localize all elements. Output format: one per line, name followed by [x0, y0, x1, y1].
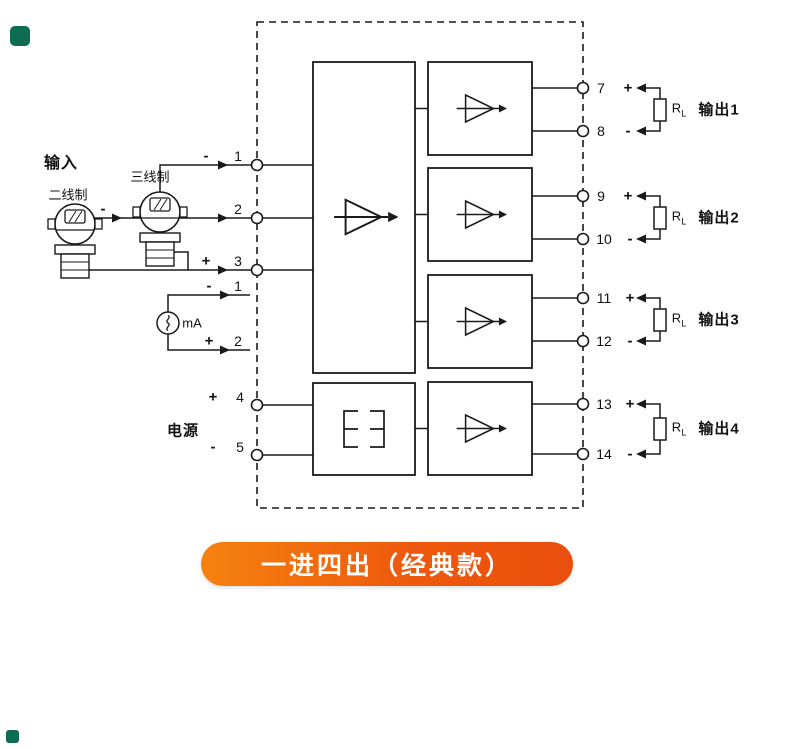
- terminal-7-sign: +: [623, 79, 633, 97]
- terminal-8-sign: -: [625, 122, 631, 140]
- input-title: 输入: [43, 155, 79, 172]
- terminal-10-sign: -: [627, 230, 633, 248]
- output-load-wiring: [644, 87, 661, 455]
- output-1-label: 输出1: [698, 101, 740, 119]
- terminal-circle-10: [576, 232, 590, 246]
- three-wire-label: 三线制: [130, 169, 170, 185]
- terminal-circle-14: [576, 447, 590, 461]
- output-2-label: 输出2: [698, 209, 740, 227]
- terminal-13-sign: +: [625, 395, 635, 413]
- load-resistor-label-3: RL: [672, 312, 686, 329]
- terminal-circle-8: [576, 124, 590, 138]
- terminal-1-number: 1: [234, 148, 242, 164]
- terminal-circle-7: [576, 81, 590, 95]
- terminal-circle-5: [250, 448, 264, 462]
- load-resistor-label-2: RL: [672, 210, 686, 227]
- resistor-icon-4: [653, 417, 667, 441]
- rl-sub: L: [681, 318, 687, 329]
- terminal-circle-11: [576, 291, 590, 305]
- terminal-circle-4: [250, 398, 264, 412]
- transmitter-2wire-icon: [47, 203, 103, 279]
- two-wire-minus-sign: -: [100, 200, 106, 218]
- terminal-2-number: 2: [234, 201, 242, 217]
- output-amp-block-3: [427, 274, 533, 369]
- terminal-3-sign: +: [201, 252, 211, 270]
- terminal-12-number: 12: [596, 333, 612, 349]
- resistor-icon-1: [653, 98, 667, 122]
- input-arrow-icons: [112, 160, 230, 355]
- dashed-enclosure: [256, 21, 584, 509]
- terminal-11-sign: +: [625, 289, 635, 307]
- terminal-8-number: 8: [597, 123, 605, 139]
- terminal-4-sign: +: [208, 388, 218, 406]
- logo-mark-top-icon: [10, 26, 30, 46]
- rl-sub: L: [681, 216, 687, 227]
- rl-sub: L: [681, 427, 687, 438]
- terminal-circles: [250, 81, 590, 462]
- banner-title: 一进四出（经典款）: [201, 542, 573, 586]
- terminal-13-number: 13: [596, 396, 612, 412]
- resistor-icon-2: [653, 206, 667, 230]
- terminal-4-number: 4: [236, 389, 244, 405]
- terminal-circle-3: [250, 263, 264, 277]
- ma-terminal-2-sign: +: [204, 332, 214, 350]
- terminal-5-sign: -: [210, 438, 216, 456]
- rl-base: R: [671, 100, 682, 116]
- output-amp-block-1: [427, 61, 533, 156]
- logo-mark-bottom-icon: [6, 730, 19, 743]
- rl-base: R: [671, 419, 682, 435]
- two-wire-label: 二线制: [48, 187, 88, 203]
- transformer-block: [312, 382, 416, 476]
- terminal-14-sign: -: [627, 445, 633, 463]
- output-4-label: 输出4: [698, 420, 740, 438]
- terminal-circle-9: [576, 189, 590, 203]
- ma-terminal-1-number: 1: [234, 278, 242, 294]
- terminal-circle-13: [576, 397, 590, 411]
- rl-base: R: [671, 310, 682, 326]
- terminal-3-number: 3: [234, 253, 242, 269]
- rl-sub: L: [681, 108, 687, 119]
- output-amp-block-4: [427, 381, 533, 476]
- ma-label: mA: [182, 315, 202, 331]
- power-label: 电源: [166, 422, 200, 440]
- transformer-symbol: [343, 410, 385, 448]
- load-resistors: [653, 98, 667, 441]
- terminal-9-number: 9: [597, 188, 605, 204]
- ma-terminal-1-sign: -: [206, 277, 212, 295]
- rl-base: R: [671, 208, 682, 224]
- terminal-circle-1: [250, 158, 264, 172]
- terminal-14-number: 14: [596, 446, 612, 462]
- resistor-icon-3: [653, 308, 667, 332]
- terminal-5-number: 5: [236, 439, 244, 455]
- internal-wiring: [257, 87, 583, 456]
- transmitter-3wire-icon: [132, 191, 188, 267]
- output-arrow-icons: [636, 83, 646, 459]
- main-amplifier-block: [312, 61, 416, 374]
- terminal-circle-12: [576, 334, 590, 348]
- terminal-11-number: 11: [596, 290, 612, 306]
- terminal-7-number: 7: [597, 80, 605, 96]
- output-amp-block-2: [427, 167, 533, 262]
- terminal-1-sign: -: [203, 147, 209, 165]
- terminal-12-sign: -: [627, 332, 633, 350]
- load-resistor-label-4: RL: [672, 421, 686, 438]
- output-3-label: 输出3: [698, 311, 740, 329]
- load-resistor-label-1: RL: [672, 102, 686, 119]
- terminal-10-number: 10: [596, 231, 612, 247]
- current-source-icon: [156, 311, 180, 335]
- terminal-9-sign: +: [623, 187, 633, 205]
- ma-terminal-2-number: 2: [234, 333, 242, 349]
- terminal-circle-2: [250, 211, 264, 225]
